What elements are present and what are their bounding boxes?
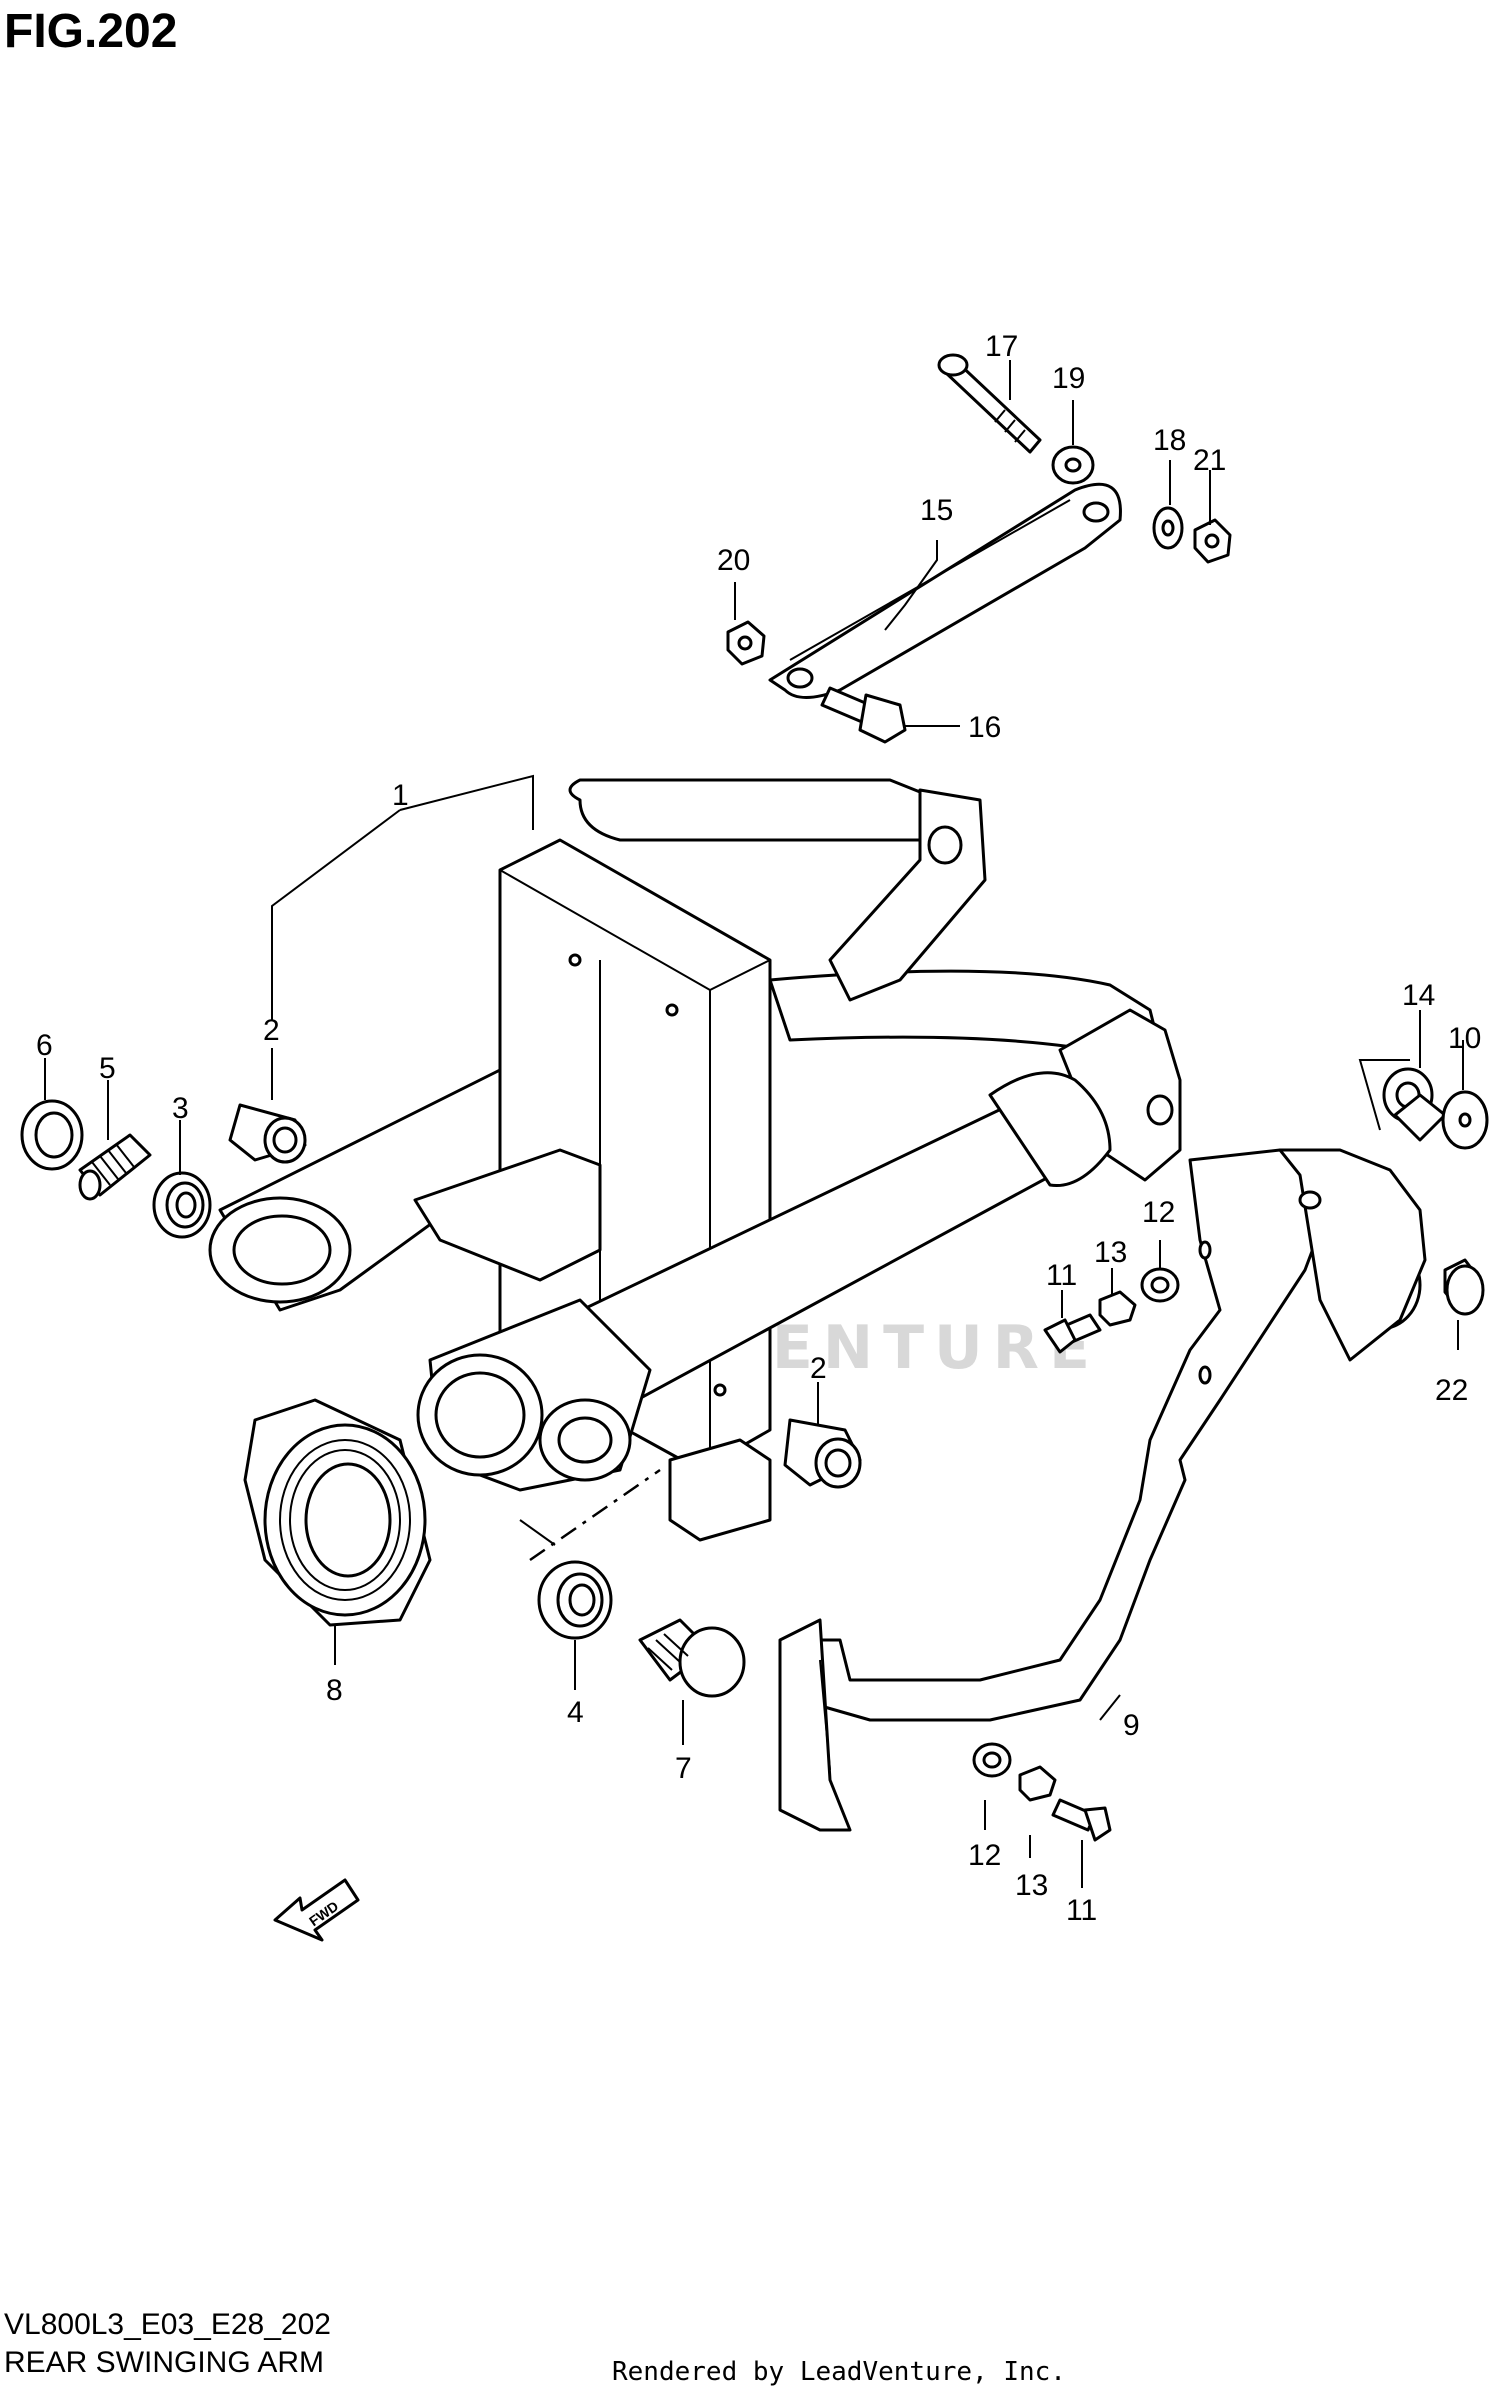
bush-12-bottom [972,1742,1012,1778]
callout-4: 4 [567,1696,584,1729]
callout-22: 22 [1435,1374,1468,1407]
pivot-shaft-7 [638,1618,746,1698]
boot-8 [243,1398,432,1627]
cap-22 [1443,1258,1485,1316]
callout-16: 16 [968,711,1001,744]
callout-8: 8 [326,1674,343,1707]
callout-5: 5 [99,1052,116,1085]
callout-2-left: 2 [263,1014,280,1047]
collar-13-bottom [1018,1765,1057,1802]
torque-link-15 [768,482,1122,699]
callout-13-bottom: 13 [1015,1869,1048,1902]
callout-17: 17 [985,330,1018,363]
callout-19: 19 [1052,362,1085,395]
washer-19 [1051,445,1095,485]
callout-13-top: 13 [1094,1236,1127,1269]
bush-12-top [1140,1267,1180,1303]
fwd-arrow-icon: FWD [273,1878,360,1942]
callout-1: 1 [392,779,409,812]
nut-20 [726,620,766,666]
figure-title: FIG.202 [4,5,178,58]
pivot-shaft-5 [78,1133,152,1201]
swinging-arm-1 [208,778,1182,1542]
bearing-2-left [228,1103,307,1164]
callout-12-bottom: 12 [968,1839,1001,1872]
frame-9 [778,1148,1427,1832]
callout-3: 3 [172,1092,189,1125]
callout-14: 14 [1402,979,1435,1012]
bolt-11-top [1043,1313,1102,1354]
render-credit: Rendered by LeadVenture, Inc. [612,2357,1066,2387]
callout-18: 18 [1153,424,1186,457]
center-line-lower [519,1519,556,1546]
figure-subtitle: REAR SWINGING ARM [4,2346,325,2379]
callout-10: 10 [1448,1022,1481,1055]
callout-21: 21 [1193,444,1226,477]
bolt-16 [820,686,907,744]
callout-20: 20 [717,544,750,577]
bearing-3 [152,1171,212,1239]
callout-11-bottom: 11 [1066,1894,1097,1927]
model-code: VL800L3_E03_E28_202 [4,2308,331,2341]
leader-lines [44,360,1464,1888]
nut-21 [1193,518,1232,564]
bearing-4 [537,1560,613,1640]
bolt-17 [937,353,1042,454]
callout-12-top: 12 [1142,1196,1175,1229]
callout-6: 6 [36,1029,53,1062]
washer-18 [1152,506,1184,550]
callout-7: 7 [675,1752,692,1785]
callout-11-top: 11 [1046,1259,1077,1292]
oil-seal-6 [20,1099,84,1171]
bearing-2-right [783,1418,862,1489]
callout-labels: 1 2 3 5 6 2 8 4 7 9 17 19 15 20 18 21 16… [36,330,1481,1927]
callout-2-right: 2 [810,1352,827,1385]
callout-9: 9 [1123,1709,1140,1742]
center-line [529,1468,661,1562]
bolt-11-bottom [1051,1798,1112,1842]
bolt-10 [1393,1090,1489,1150]
callout-15: 15 [920,494,953,527]
collar-13-top [1098,1290,1137,1327]
